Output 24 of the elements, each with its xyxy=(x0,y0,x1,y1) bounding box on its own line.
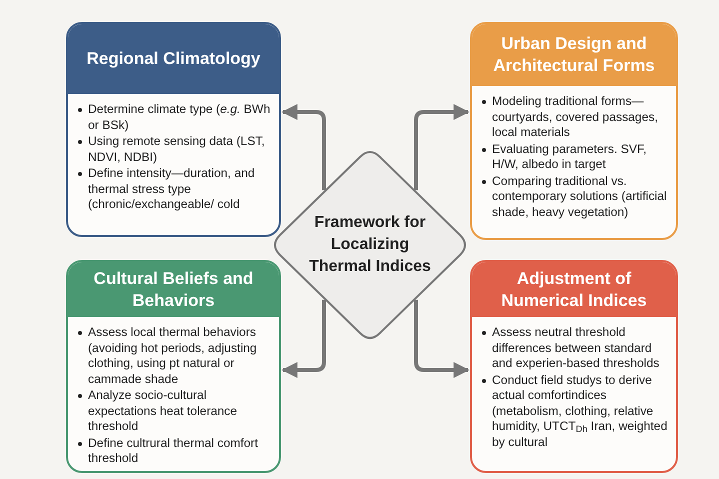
bullet-text: Assess neutral threshold differences between standard and experien-based thresholds xyxy=(492,325,660,372)
arrow xyxy=(414,104,470,190)
card-title: Adjustment of Numerical Indices xyxy=(500,268,648,312)
arrow xyxy=(414,300,470,378)
card-title: Cultural Beliefs and Behaviors xyxy=(92,268,254,312)
card-title: Urban Design and Architectural Forms xyxy=(492,33,656,77)
category-card xyxy=(66,260,281,473)
diamond-label: Framework for Localizing Thermal Indices xyxy=(308,213,432,277)
arrow xyxy=(281,104,326,190)
bullet-text: Using remote sensing data (LST, NDVI, NDBI) xyxy=(88,134,266,165)
bullet-text: Comparing traditional vs. contemporary solutions (artificial shade, heavy vegetation) xyxy=(492,174,668,220)
bullet-text: Define cultrural thermal comfort threshold xyxy=(88,436,260,466)
bullet-text: Define intensity—duration, and thermal stress type (chronic/exchangeable/ cold xyxy=(88,166,256,212)
category-card xyxy=(470,260,678,473)
bullet-text: Assess local thermal behaviors (avoiding hot periods, adjusting clothing, using pt natural or cammade shade xyxy=(88,325,258,387)
card-title: Regional Climatology xyxy=(86,48,260,70)
bullet-text: Evaluating parameters. SVF, H/W, albedo in target xyxy=(492,142,648,172)
bullet-text: Determine climate type (e.g. BWh or BSk) xyxy=(88,102,271,133)
bullet-text: Conduct field studys to derive actual comfortindices (metabolism, clothing, relative humidity, UTCT$_{Dh}$ Iran, weighted by cultural xyxy=(492,372,668,450)
category-card xyxy=(470,22,678,240)
arrow xyxy=(281,300,326,378)
bullet-text: Analyze socio-cultural expectations heat tolerance threshold xyxy=(88,388,238,434)
bullet-text: Modeling traditional forms— courtyards, covered passages, local materials xyxy=(492,94,659,140)
category-card xyxy=(66,22,281,237)
